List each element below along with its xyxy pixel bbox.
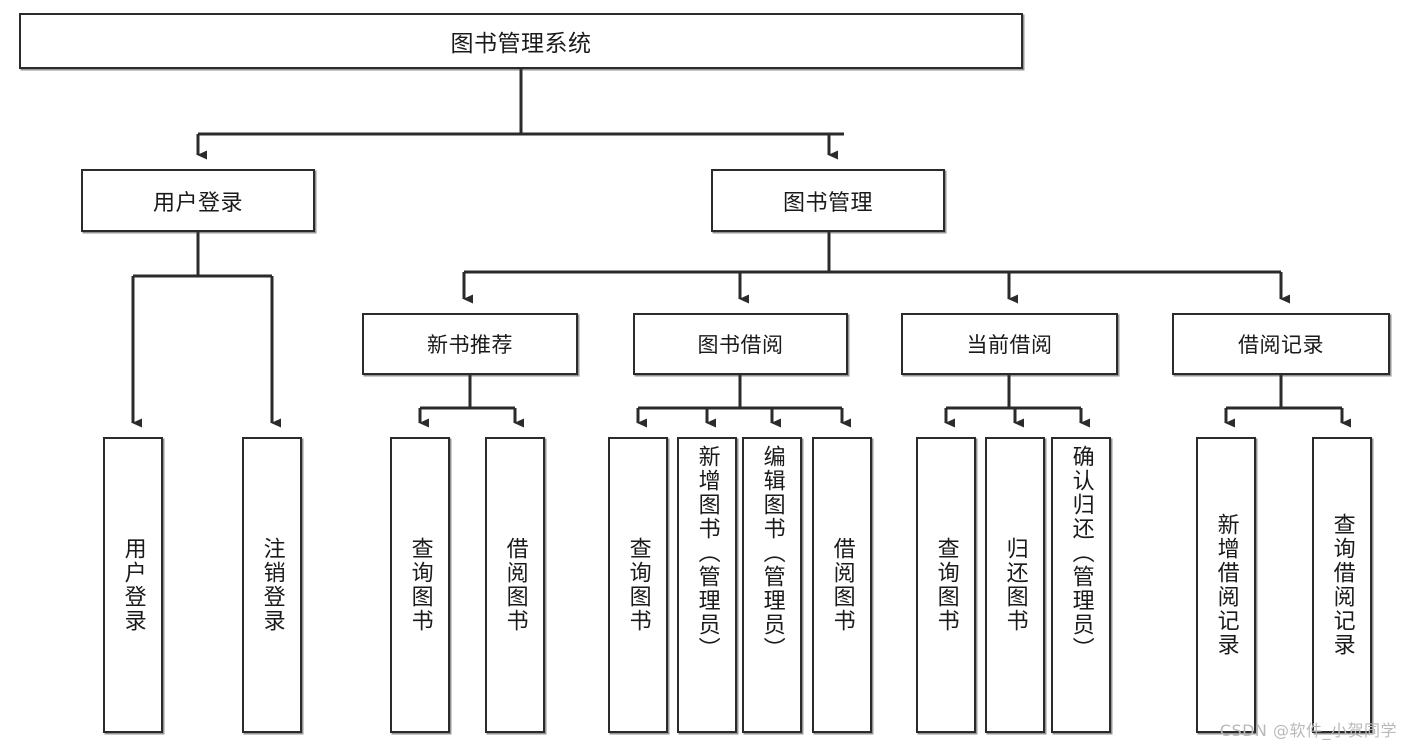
- node-leaf-borrow-book-2[interactable]: 借阅图书: [812, 437, 872, 733]
- node-current-borrow-label: 当前借阅: [966, 333, 1053, 357]
- node-borrow-record-label: 借阅记录: [1238, 333, 1324, 357]
- node-leaf-borrow-book-1[interactable]: 借阅图书: [485, 437, 545, 733]
- node-current-borrow[interactable]: 当前借阅: [901, 313, 1118, 375]
- node-leaf-logout-login[interactable]: 注销登录: [242, 437, 302, 733]
- node-leaf-query-book-1[interactable]: 查询图书: [390, 437, 450, 733]
- node-leaf-edit-book[interactable]: 编辑图书（管理员）: [742, 437, 802, 733]
- node-leaf-borrow-book-2-label: 借阅图书: [829, 537, 855, 633]
- node-leaf-query-book-3[interactable]: 查询图书: [916, 437, 976, 733]
- node-leaf-add-book-label: 新增图书（管理员）: [694, 445, 720, 661]
- node-leaf-confirm-return-label: 确认归还（管理员）: [1068, 445, 1094, 661]
- node-user-login[interactable]: 用户登录: [81, 169, 315, 232]
- node-book-management-label: 图书管理: [782, 190, 873, 216]
- node-leaf-add-record[interactable]: 新增借阅记录: [1196, 437, 1256, 733]
- node-leaf-logout-login-label: 注销登录: [259, 537, 285, 633]
- node-borrow-record[interactable]: 借阅记录: [1172, 313, 1390, 375]
- node-book-borrow-label: 图书借阅: [697, 333, 784, 357]
- node-leaf-query-book-2-label: 查询图书: [625, 537, 651, 633]
- node-new-book-recommend-label: 新书推荐: [427, 333, 513, 357]
- node-leaf-user-login[interactable]: 用户登录: [103, 437, 163, 733]
- node-leaf-query-book-2[interactable]: 查询图书: [608, 437, 668, 733]
- node-leaf-query-record-label: 查询借阅记录: [1329, 513, 1355, 657]
- node-book-management[interactable]: 图书管理: [711, 169, 945, 232]
- node-leaf-return-book-label: 归还图书: [1002, 537, 1028, 633]
- node-leaf-user-login-label: 用户登录: [120, 537, 146, 633]
- node-leaf-query-record[interactable]: 查询借阅记录: [1312, 437, 1372, 733]
- node-leaf-confirm-return[interactable]: 确认归还（管理员）: [1051, 437, 1111, 733]
- node-leaf-query-book-3-label: 查询图书: [933, 537, 959, 633]
- node-book-borrow[interactable]: 图书借阅: [633, 313, 848, 375]
- node-leaf-query-book-1-label: 查询图书: [407, 537, 433, 633]
- node-leaf-return-book[interactable]: 归还图书: [985, 437, 1045, 733]
- node-user-login-label: 用户登录: [152, 190, 243, 216]
- node-root-label: 图书管理系统: [450, 31, 592, 57]
- node-leaf-add-record-label: 新增借阅记录: [1213, 513, 1239, 657]
- node-root[interactable]: 图书管理系统: [19, 13, 1023, 69]
- node-leaf-borrow-book-1-label: 借阅图书: [502, 537, 528, 633]
- node-new-book-recommend[interactable]: 新书推荐: [362, 313, 578, 375]
- node-leaf-edit-book-label: 编辑图书（管理员）: [759, 445, 785, 661]
- node-leaf-add-book[interactable]: 新增图书（管理员）: [677, 437, 737, 733]
